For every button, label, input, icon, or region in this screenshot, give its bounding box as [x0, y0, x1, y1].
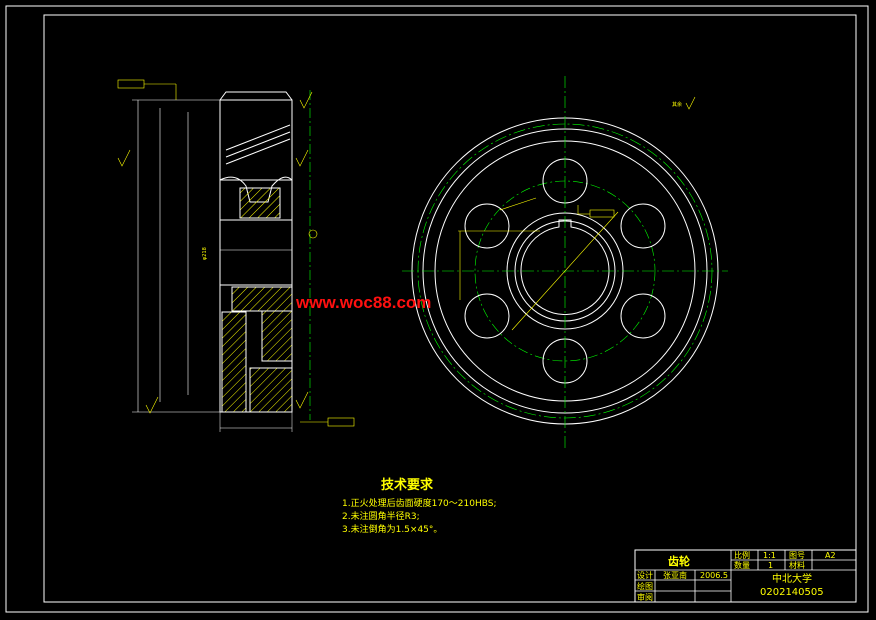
tolerance-frame-front [589, 209, 615, 218]
tb-student-id: 0202140505 [760, 587, 824, 598]
roughness-symbol-3 [295, 391, 309, 409]
tech-requirements: 技术要求 1.正火处理后齿面硬度170～210HBS; 2.未注圆角半径R3; … [342, 477, 496, 535]
tb-school: 中北大学 [772, 572, 812, 585]
datum-circle [308, 229, 318, 239]
hub-hatch-top [239, 187, 281, 219]
tb-quantity-value: 1 [768, 561, 773, 570]
tolerance-frame-bottom [327, 417, 355, 427]
roughness-symbol-general [685, 96, 696, 110]
tb-drawing-no-value: A2 [825, 551, 836, 560]
outer-sheet-border [5, 5, 869, 613]
tech-requirement-2: 2.未注圆角半径R3; [342, 510, 420, 522]
tb-date: 2006.5 [700, 571, 728, 580]
tb-part-name: 齿轮 [668, 554, 690, 568]
tech-requirement-1: 1.正火处理后齿面硬度170～210HBS; [342, 497, 496, 509]
lightening-hole-top-left [464, 203, 510, 249]
roughness-symbol-1 [299, 91, 313, 109]
roughness-symbol-2 [295, 149, 309, 167]
tb-quantity-label: 数量 [734, 560, 750, 570]
gear-front-view: 其余 [402, 76, 728, 448]
tooth-line-1 [225, 124, 291, 151]
rim-hatch-bottom [221, 311, 247, 413]
tb-drawing-no-label: 图号 [789, 551, 805, 560]
lightening-hole-top-right [620, 203, 666, 249]
tb-designer: 张亚南 [663, 570, 687, 580]
tech-requirement-3: 3.未注倒角为1.5×45°。 [342, 523, 442, 535]
tb-design-label: 设计 [637, 570, 653, 580]
hub-hatch-mid [231, 286, 293, 312]
tb-scale-value: 1:1 [763, 551, 776, 560]
rim-top-outline [219, 91, 293, 181]
tb-material-label: 材料 [789, 560, 805, 570]
title-block-frame [634, 549, 857, 603]
hub-hatch-bottom [249, 367, 293, 413]
title-block: 齿轮 比例 1:1 图号 A2 数量 1 材料 设计 张亚南 2006.5 绘图… [634, 549, 857, 603]
dim-phi-label: φ218 [202, 247, 208, 260]
lightening-hole-bottom-left [464, 293, 510, 339]
dim-top-leader [499, 197, 537, 211]
dim-hole-radius [511, 211, 619, 331]
gear-section-view: φ218 [117, 79, 355, 432]
surface-finish-note: 其余 [672, 101, 682, 108]
tooth-line-2 [225, 131, 291, 158]
lightening-hole-bottom-right [620, 293, 666, 339]
web-hatch-lower [261, 310, 293, 362]
tooth-line-3 [225, 138, 291, 165]
tolerance-frame-top [117, 79, 145, 89]
inner-drawing-frame [43, 14, 857, 603]
tech-requirements-title: 技术要求 [381, 477, 434, 493]
tb-review-label: 审阅 [637, 592, 653, 602]
tb-drafting-label: 绘图 [637, 581, 653, 591]
roughness-symbol-5 [117, 149, 131, 167]
watermark-text: www.woc88.com [295, 293, 431, 312]
roughness-symbol-4 [145, 396, 159, 414]
tb-scale-label: 比例 [734, 550, 750, 560]
